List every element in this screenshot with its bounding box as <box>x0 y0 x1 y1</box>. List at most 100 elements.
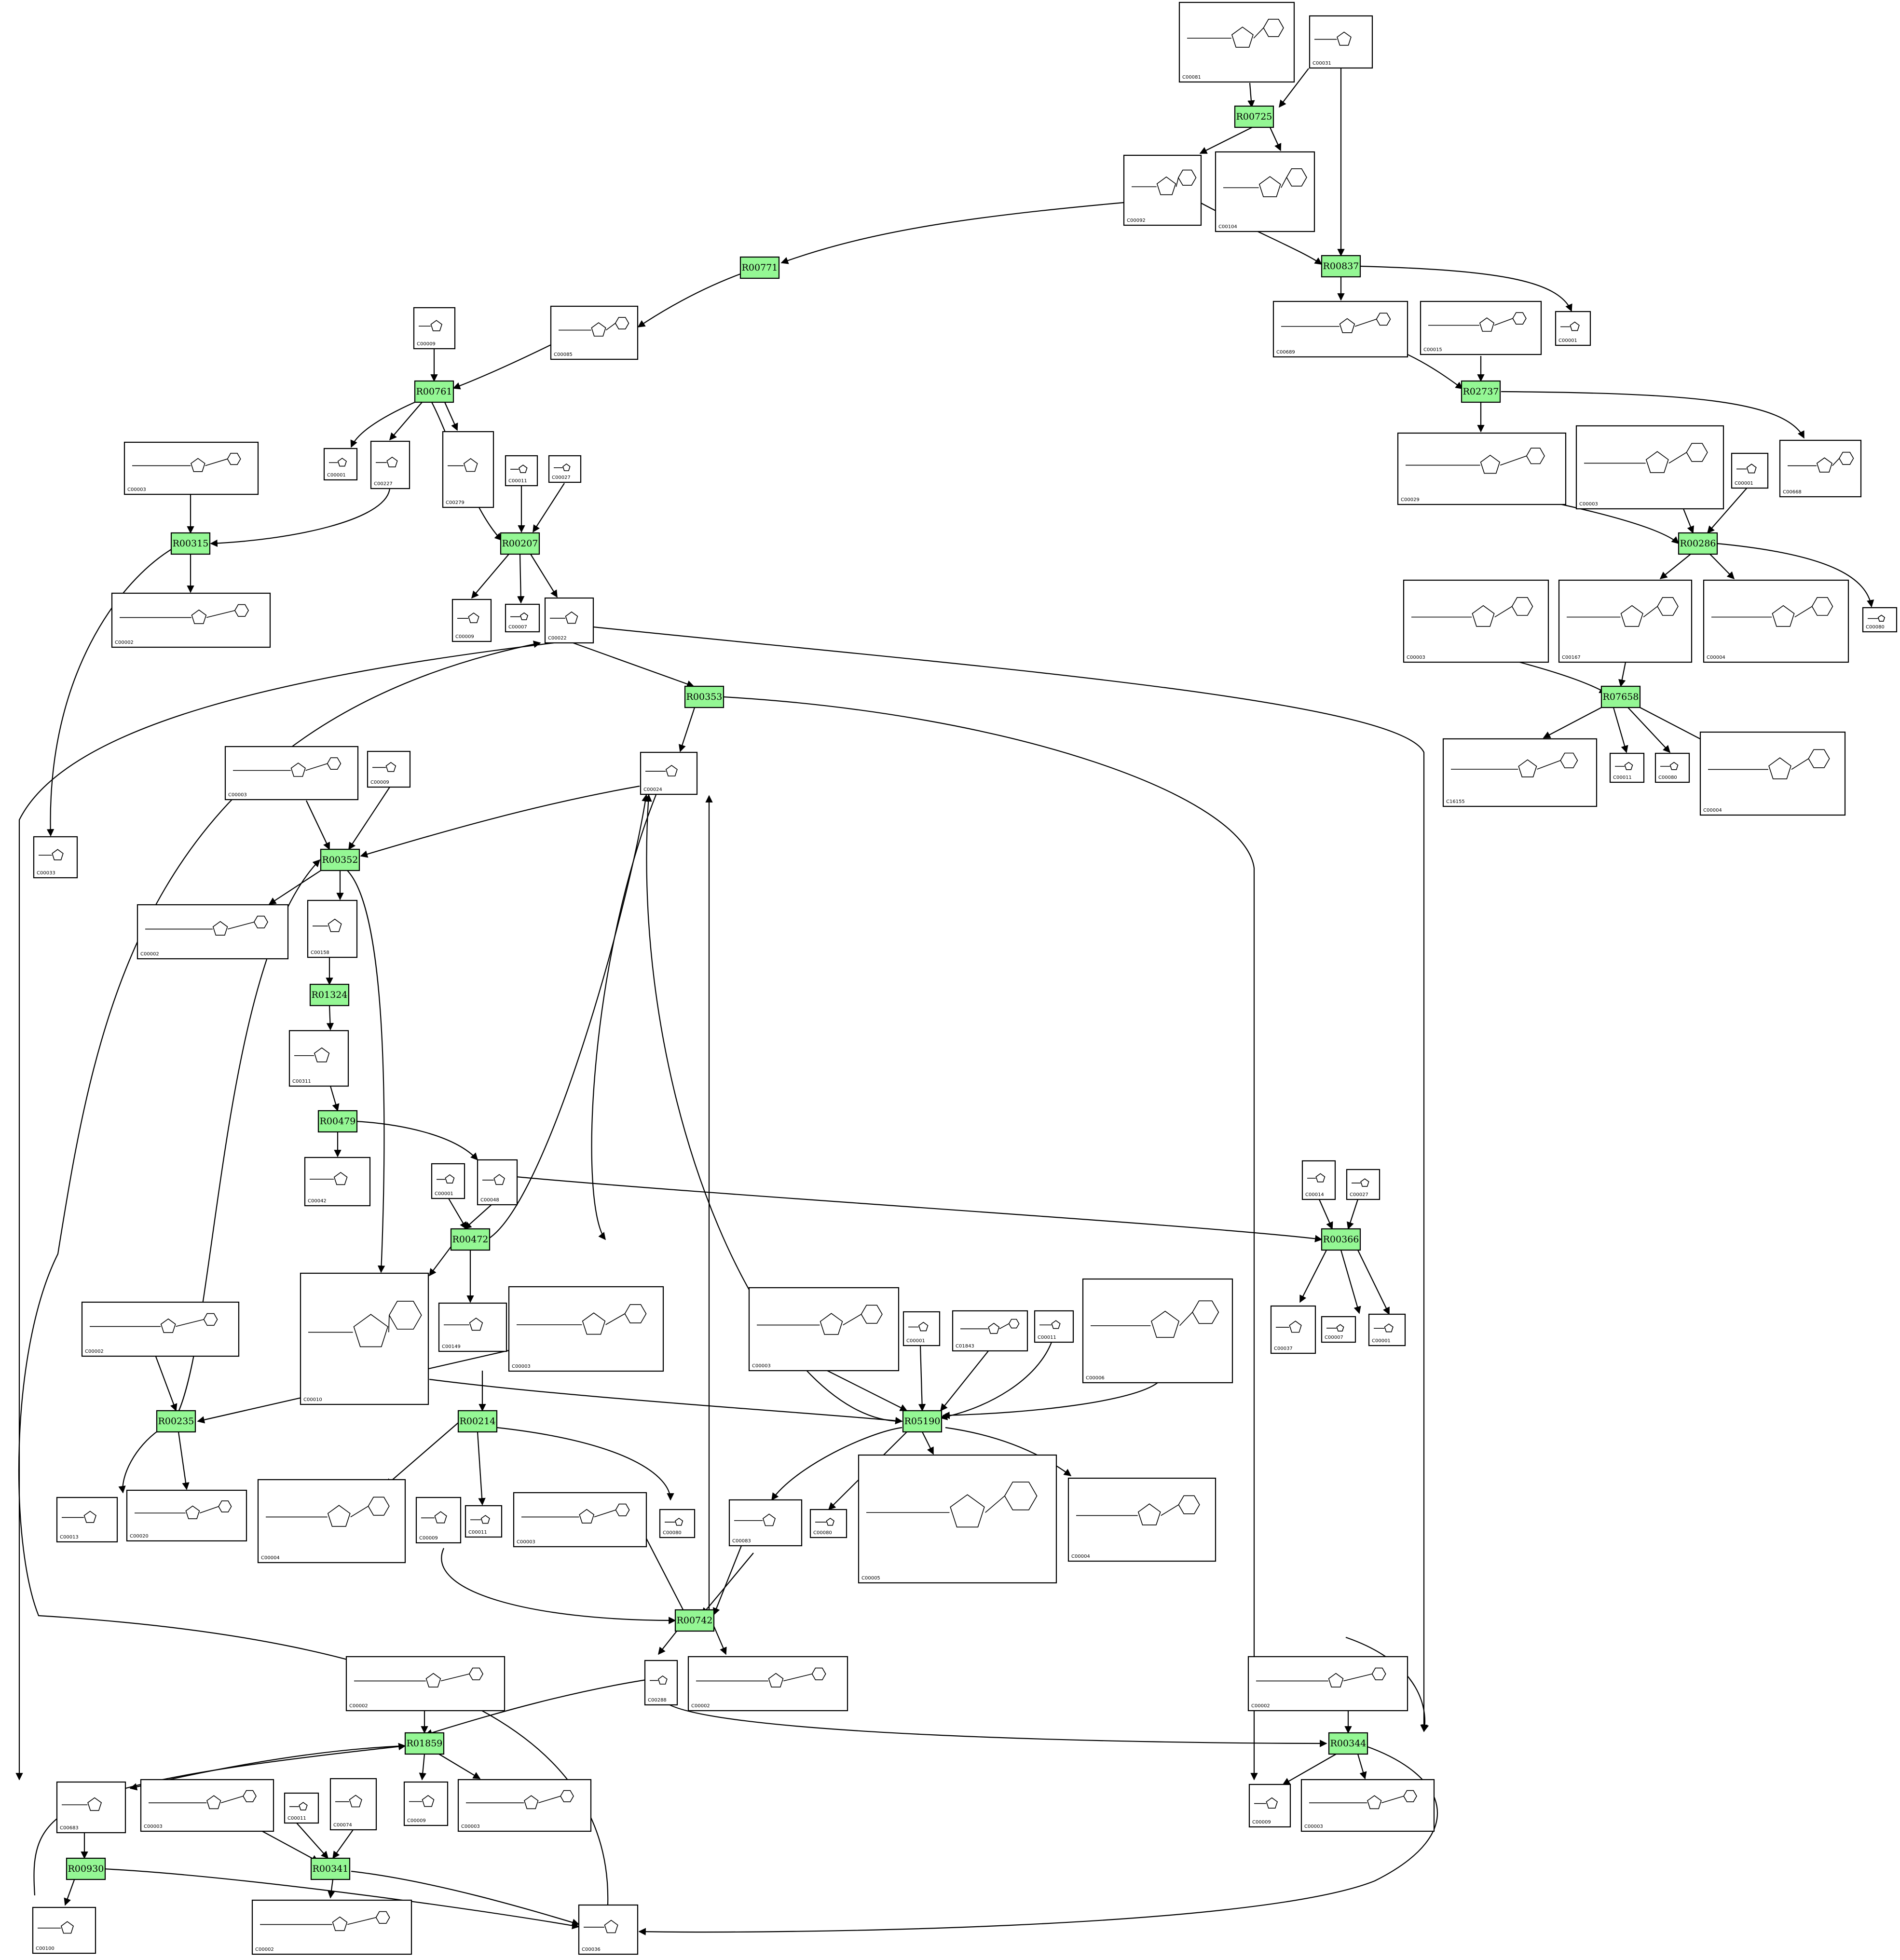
reaction-box[interactable] <box>320 848 360 871</box>
compound-node[interactable]: C00085 <box>550 305 639 360</box>
compound-node[interactable]: C00002 <box>687 1656 848 1712</box>
compound-node[interactable]: C00100 <box>32 1906 96 1954</box>
compound-node[interactable]: C00001 <box>431 1163 465 1199</box>
compound-box[interactable] <box>56 1781 126 1834</box>
compound-box[interactable] <box>304 1157 371 1207</box>
reaction-node[interactable]: R00286 <box>1678 532 1718 555</box>
compound-node[interactable]: C00027 <box>548 455 582 483</box>
compound-node[interactable]: C00003 <box>513 1492 647 1548</box>
compound-node[interactable]: C00007 <box>1321 1316 1356 1343</box>
reaction-node[interactable]: R00930 <box>66 1857 106 1880</box>
reaction-node[interactable]: R00235 <box>156 1410 196 1433</box>
compound-node[interactable]: C00010 <box>300 1272 429 1405</box>
compound-box[interactable] <box>81 1301 240 1357</box>
compound-node[interactable]: C00002 <box>1247 1656 1408 1712</box>
compound-box[interactable] <box>284 1792 319 1824</box>
compound-box[interactable] <box>1301 1160 1336 1200</box>
compound-box[interactable] <box>1699 731 1846 816</box>
compound-box[interactable] <box>1270 1305 1316 1354</box>
reaction-box[interactable] <box>66 1857 106 1880</box>
compound-node[interactable]: C00004 <box>257 1479 406 1564</box>
compound-node[interactable]: C00004 <box>1703 579 1849 663</box>
compound-node[interactable]: C00689 <box>1272 300 1408 358</box>
reaction-box[interactable] <box>404 1732 445 1755</box>
compound-node[interactable]: C00015 <box>1420 300 1542 355</box>
compound-node[interactable]: C00092 <box>1123 154 1202 226</box>
compound-box[interactable] <box>1555 311 1591 346</box>
reaction-box[interactable] <box>310 1857 351 1880</box>
compound-box[interactable] <box>1067 1477 1217 1562</box>
compound-node[interactable]: C00668 <box>1779 439 1862 498</box>
reaction-box[interactable] <box>156 1410 196 1433</box>
compound-box[interactable] <box>137 904 289 960</box>
reaction-node[interactable]: R00207 <box>500 532 540 555</box>
reaction-node[interactable]: R01859 <box>404 1732 445 1755</box>
compound-box[interactable] <box>442 431 494 508</box>
compound-node[interactable]: C00002 <box>111 592 271 648</box>
compound-node[interactable]: C00002 <box>345 1656 506 1712</box>
compound-node[interactable]: C00024 <box>640 751 698 795</box>
compound-node[interactable]: C00001 <box>902 1311 941 1347</box>
compound-box[interactable] <box>323 448 358 481</box>
reaction-node[interactable]: R02737 <box>1461 380 1501 403</box>
compound-node[interactable]: C00002 <box>81 1301 240 1357</box>
compound-box[interactable] <box>1654 752 1690 783</box>
reaction-box[interactable] <box>317 1110 358 1133</box>
compound-box[interactable] <box>644 1660 678 1706</box>
compound-node[interactable]: C00003 <box>1403 579 1549 663</box>
compound-node[interactable]: C00033 <box>33 836 78 879</box>
compound-box[interactable] <box>1300 1779 1435 1832</box>
reaction-box[interactable] <box>684 685 724 708</box>
compound-box[interactable] <box>1123 154 1202 226</box>
compound-node[interactable]: C00074 <box>329 1778 377 1831</box>
compound-node[interactable]: C00011 <box>505 455 538 487</box>
reaction-box[interactable] <box>1461 380 1501 403</box>
compound-box[interactable] <box>111 592 271 648</box>
compound-box[interactable] <box>1368 1313 1406 1347</box>
compound-node[interactable]: C00022 <box>544 597 594 644</box>
compound-box[interactable] <box>1034 1310 1074 1343</box>
compound-box[interactable] <box>687 1656 848 1712</box>
compound-node[interactable]: C00009 <box>1248 1783 1291 1828</box>
compound-box[interactable] <box>465 1505 503 1538</box>
reaction-box[interactable] <box>1678 532 1718 555</box>
compound-node[interactable]: C00002 <box>251 1899 412 1955</box>
compound-box[interactable] <box>1731 452 1769 489</box>
compound-node[interactable]: C00007 <box>505 603 540 633</box>
reaction-box[interactable] <box>1234 105 1274 128</box>
compound-node[interactable]: C00083 <box>728 1499 803 1547</box>
compound-node[interactable]: C00042 <box>304 1157 371 1207</box>
compound-box[interactable] <box>438 1302 507 1352</box>
compound-box[interactable] <box>367 750 411 788</box>
compound-box[interactable] <box>1272 300 1408 358</box>
compound-node[interactable]: C00013 <box>56 1497 118 1543</box>
compound-box[interactable] <box>288 1030 349 1087</box>
compound-node[interactable]: C00003 <box>508 1286 664 1372</box>
reaction-node[interactable]: R00315 <box>170 532 211 555</box>
compound-box[interactable] <box>257 1479 406 1564</box>
compound-box[interactable] <box>457 1779 592 1832</box>
compound-box[interactable] <box>403 1781 449 1826</box>
compound-node[interactable]: C00011 <box>465 1505 503 1538</box>
compound-box[interactable] <box>640 751 698 795</box>
compound-node[interactable]: C00311 <box>288 1030 349 1087</box>
compound-box[interactable] <box>1403 579 1549 663</box>
compound-box[interactable] <box>544 597 594 644</box>
compound-node[interactable]: C00036 <box>578 1904 639 1955</box>
compound-box[interactable] <box>1247 1656 1408 1712</box>
compound-box[interactable] <box>513 1492 647 1548</box>
compound-box[interactable] <box>1178 1 1295 83</box>
compound-node[interactable]: C00048 <box>477 1159 518 1206</box>
compound-node[interactable]: C00158 <box>307 899 358 958</box>
compound-node[interactable]: C00227 <box>370 440 410 490</box>
compound-box[interactable] <box>1703 579 1849 663</box>
compound-box[interactable] <box>415 1497 462 1544</box>
reaction-box[interactable] <box>902 1410 943 1433</box>
compound-node[interactable]: C00029 <box>1397 432 1567 505</box>
reaction-node[interactable]: R00761 <box>414 380 454 403</box>
reaction-box[interactable] <box>1321 255 1361 278</box>
reaction-box[interactable] <box>739 256 780 279</box>
reaction-box[interactable] <box>170 532 211 555</box>
reaction-box[interactable] <box>309 983 350 1007</box>
compound-box[interactable] <box>251 1899 412 1955</box>
